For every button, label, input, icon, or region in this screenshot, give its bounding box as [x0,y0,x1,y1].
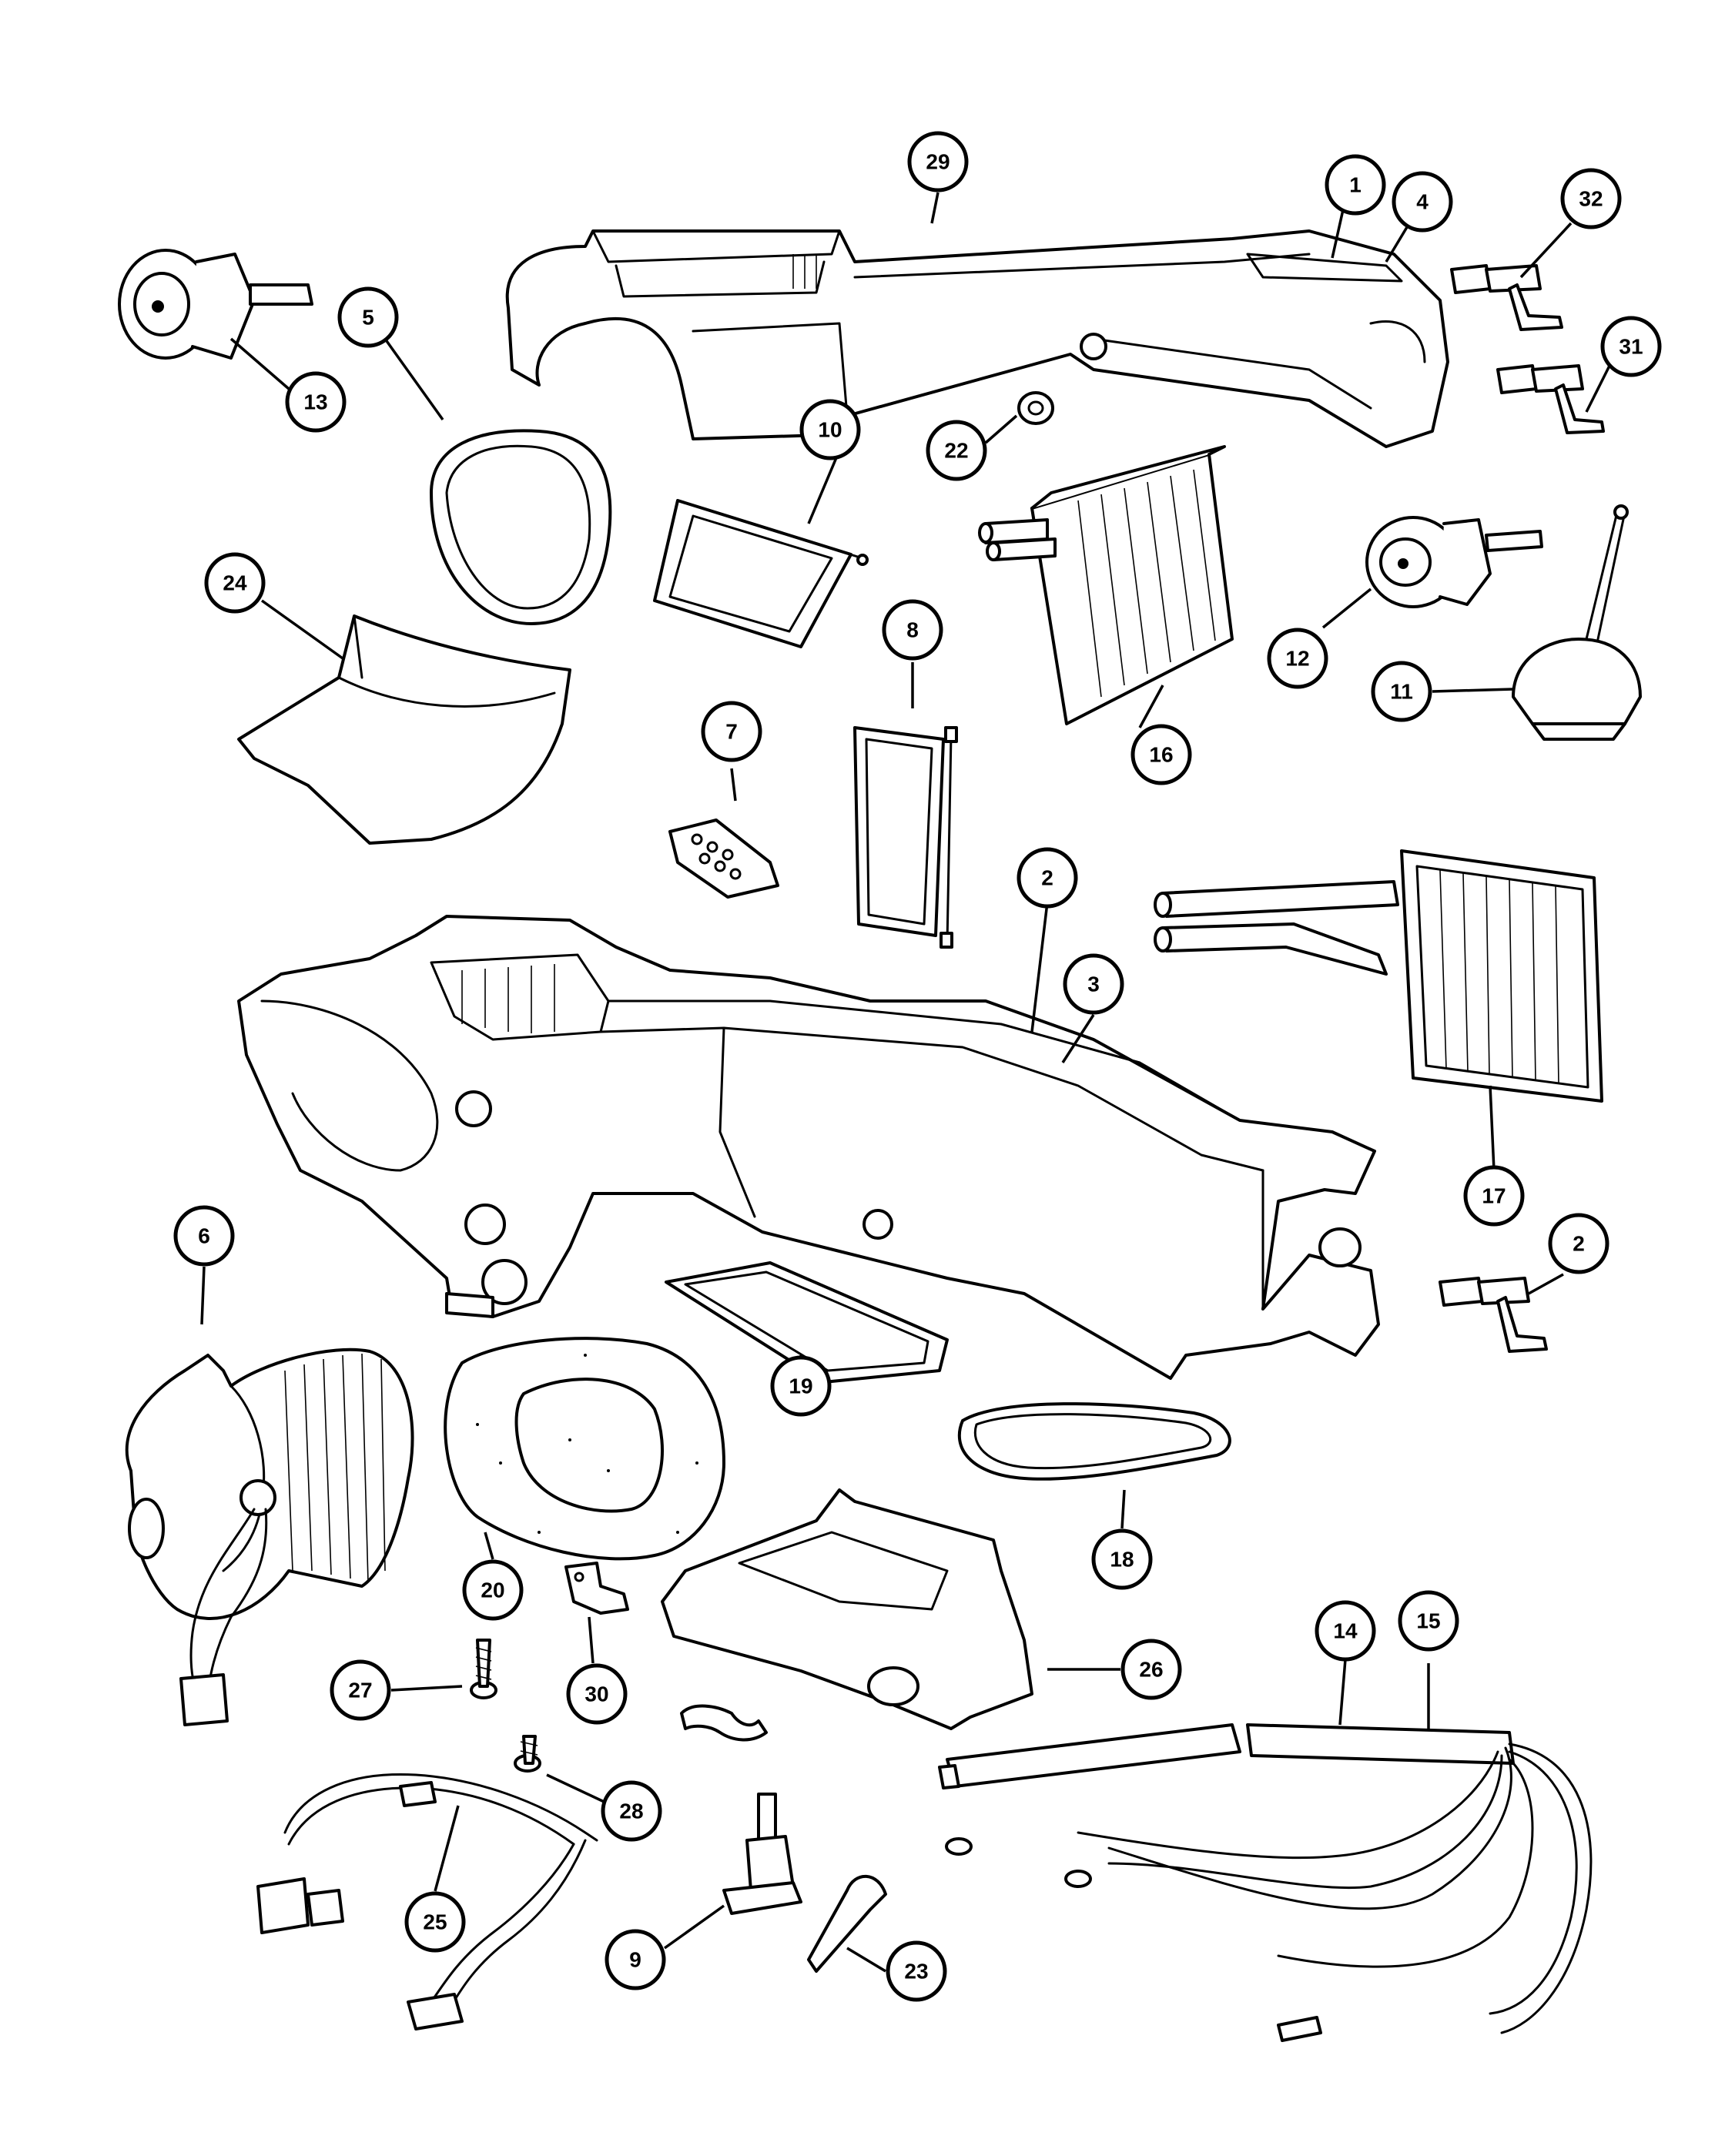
svg-text:2: 2 [1041,866,1053,890]
svg-text:28: 28 [619,1799,643,1823]
svg-text:26: 26 [1139,1658,1163,1682]
callout-26: 26 [1120,1639,1182,1700]
actuator-12 [1365,516,1543,608]
door-10 [653,499,869,648]
svg-text:15: 15 [1416,1609,1440,1633]
clip-30 [564,1562,629,1615]
svg-text:22: 22 [944,439,968,463]
svg-text:5: 5 [362,306,374,330]
svg-text:8: 8 [906,618,919,642]
callout-30: 30 [566,1663,628,1725]
svg-text:29: 29 [926,150,950,174]
fitting-32 [1450,264,1563,331]
heater-core-17 [1154,849,1603,1103]
screw-27 [470,1639,497,1699]
clip-23 [807,1874,887,1973]
fitting-9 [722,1793,802,1915]
callout-2-right: 2 [1548,1213,1609,1274]
svg-text:1: 1 [1349,173,1362,197]
svg-text:19: 19 [789,1374,812,1398]
callout-23: 23 [886,1940,947,2002]
callout-5: 5 [337,286,399,348]
callout-17: 17 [1463,1165,1525,1227]
callout-20: 20 [462,1559,524,1621]
callout-27: 27 [330,1659,391,1721]
callout-22: 22 [926,420,987,481]
upper-duct-housing [505,229,1449,448]
svg-text:12: 12 [1285,647,1309,671]
svg-text:9: 9 [629,1948,641,1972]
svg-text:30: 30 [584,1682,608,1706]
fitting-2-right [1439,1277,1548,1353]
callout-13: 13 [285,371,347,433]
callout-29: 29 [907,131,969,192]
svg-text:7: 7 [725,720,738,744]
svg-text:20: 20 [481,1578,504,1602]
resistor-7 [668,819,779,899]
blower-motor-6 [125,1348,414,1726]
svg-text:13: 13 [303,390,327,414]
core-16 [978,445,1234,725]
svg-text:6: 6 [198,1224,210,1248]
callout-11: 11 [1371,661,1432,722]
svg-text:25: 25 [423,1910,447,1934]
callout-2: 2 [1017,847,1078,909]
harness-25 [256,1773,598,2030]
callout-6: 6 [173,1205,235,1267]
callout-14: 14 [1315,1600,1376,1662]
callout-25: 25 [404,1891,466,1953]
grommet-22 [1017,391,1054,425]
callout-3: 3 [1063,953,1124,1015]
svg-text:16: 16 [1149,743,1173,767]
svg-text:2: 2 [1573,1232,1585,1256]
svg-text:10: 10 [818,418,842,442]
harness-14-15 [938,1723,1593,2042]
screw-28 [514,1735,541,1773]
fitting-31 [1496,364,1605,434]
svg-text:17: 17 [1482,1184,1506,1208]
callout-19: 19 [770,1355,832,1417]
actuator-11 [1512,504,1642,741]
seal-ring-5 [430,429,612,625]
callout-32: 32 [1560,168,1622,229]
duct-26 [661,1488,1033,1730]
svg-text:32: 32 [1579,187,1603,211]
svg-text:18: 18 [1110,1548,1134,1572]
callout-24: 24 [204,552,266,614]
svg-text:3: 3 [1087,973,1100,996]
callout-8: 8 [882,599,943,661]
actuator-13 [118,249,313,360]
svg-text:27: 27 [348,1679,372,1702]
svg-text:23: 23 [904,1960,928,1984]
callout-18: 18 [1091,1528,1153,1590]
cover-24 [237,614,571,845]
svg-text:14: 14 [1333,1619,1358,1643]
seal-20 [444,1337,725,1561]
callout-28: 28 [601,1780,662,1842]
callout-4: 4 [1392,171,1453,233]
leader-lines [200,192,1611,1973]
callout-12: 12 [1267,628,1328,689]
callout-15: 15 [1398,1590,1459,1652]
svg-text:11: 11 [1390,680,1413,704]
svg-text:31: 31 [1619,335,1643,359]
callout-1: 1 [1325,154,1386,216]
callout-9: 9 [605,1929,666,1990]
spring-clip [680,1704,768,1742]
callout-10: 10 [799,399,861,460]
callouts: 1 4 29 32 31 13 5 10 22 24 12 11 16 8 7 … [173,131,1662,2002]
callout-31: 31 [1600,316,1662,377]
callout-16: 16 [1130,724,1192,785]
frame-8 [853,726,958,949]
svg-text:4: 4 [1416,190,1429,214]
gasket-18 [957,1402,1231,1481]
main-heater-housing [237,915,1380,1380]
callout-7: 7 [701,701,762,762]
svg-text:24: 24 [223,571,247,595]
